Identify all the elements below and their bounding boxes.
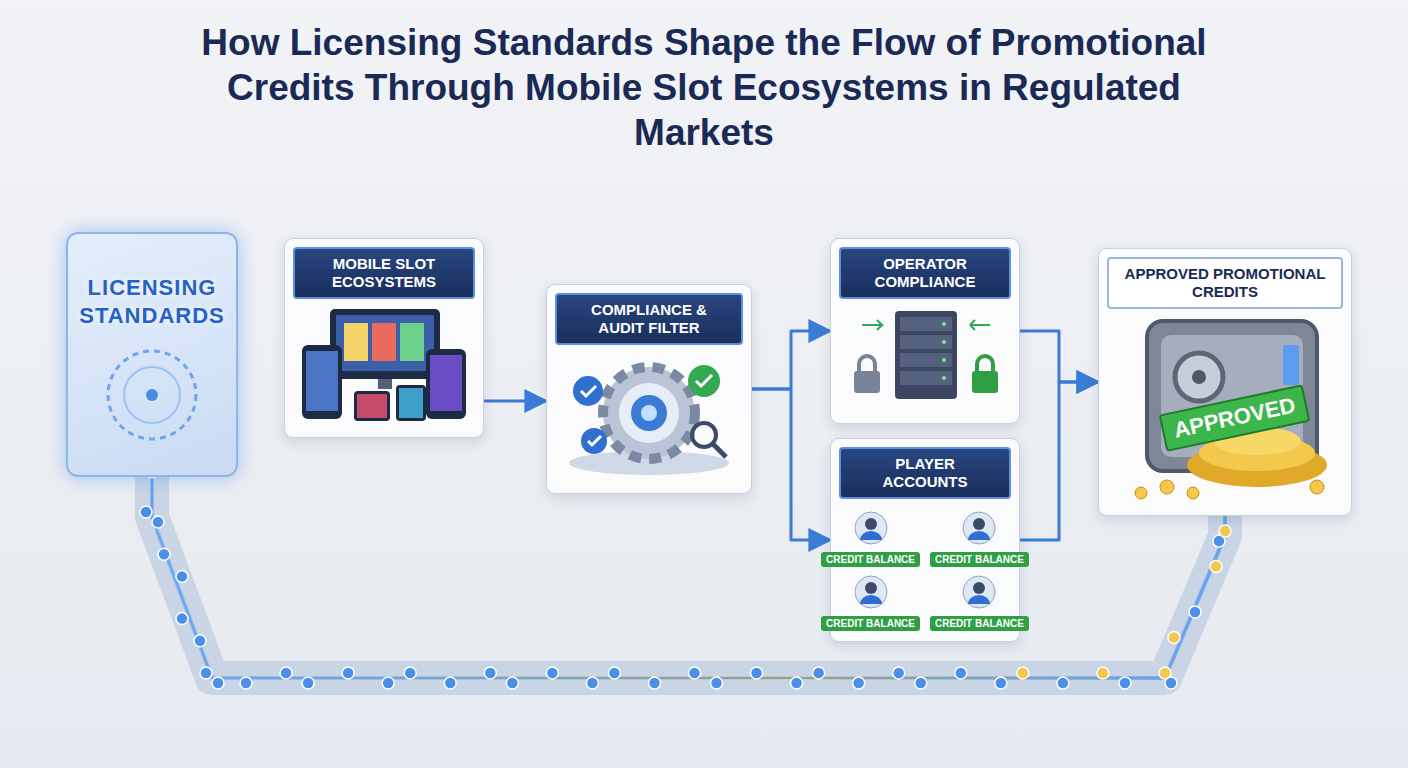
- credit-coin: [342, 667, 354, 679]
- avatar-icon: [962, 511, 996, 549]
- credit-coin: [586, 677, 598, 689]
- player-account: CREDIT BALANCE: [930, 575, 1029, 631]
- coin-flow-path: [152, 477, 1225, 678]
- vault-box: APPROVED PROMOTIONAL CREDITSAPPROVED: [1098, 248, 1352, 516]
- credit-coin: [194, 635, 206, 647]
- credit-coin: [1210, 561, 1222, 573]
- credit-coin: [302, 677, 314, 689]
- credit-coin: [240, 677, 252, 689]
- credit-coin: [955, 667, 967, 679]
- credit-coin: [915, 677, 927, 689]
- credit-coin: [200, 667, 212, 679]
- credit-coin: [280, 667, 292, 679]
- player-account: CREDIT BALANCE: [821, 511, 920, 567]
- credit-coin: [995, 677, 1007, 689]
- node-heading: PLAYER ACCOUNTS: [839, 447, 1011, 499]
- credit-coin: [1219, 525, 1231, 537]
- credit-coin: [404, 667, 416, 679]
- coin-road-glow: [152, 477, 1225, 678]
- account-grid: CREDIT BALANCE CREDIT BALANCE CREDIT BALAN…: [821, 511, 1029, 631]
- gate-label: LICENSING STANDARDS: [76, 274, 228, 329]
- balance-tag: CREDIT BALANCE: [821, 552, 920, 567]
- avatar-icon: [854, 575, 888, 613]
- credit-coin: [1017, 667, 1029, 679]
- credit-coin: [506, 677, 518, 689]
- balance-tag: CREDIT BALANCE: [930, 616, 1029, 631]
- flow-arrow: [1020, 382, 1098, 540]
- credit-coin: [791, 677, 803, 689]
- coin-road-bed: [152, 477, 1225, 678]
- avatar-icon: [854, 511, 888, 549]
- credit-coin: [751, 667, 763, 679]
- credit-coin: [608, 667, 620, 679]
- diagram-title: How Licensing Standards Shape the Flow o…: [184, 20, 1224, 155]
- node-heading: OPERATOR COMPLIANCE: [839, 247, 1011, 299]
- credit-coin: [1165, 677, 1177, 689]
- credit-coin: [176, 570, 188, 582]
- balance-tag: CREDIT BALANCE: [930, 552, 1029, 567]
- player-account: CREDIT BALANCE: [821, 575, 920, 631]
- node-illustration: [840, 305, 1010, 413]
- flow-arrow: [1020, 331, 1098, 382]
- licensing-gate: LICENSING STANDARDS: [66, 232, 238, 477]
- node-heading: APPROVED PROMOTIONAL CREDITS: [1107, 257, 1343, 309]
- flow-arrow: [752, 389, 830, 540]
- player-account: CREDIT BALANCE: [930, 511, 1029, 567]
- credit-coin: [1189, 606, 1201, 618]
- credit-coin: [689, 667, 701, 679]
- credit-coin: [444, 677, 456, 689]
- credit-coin: [1168, 632, 1180, 644]
- avatar-icon: [962, 575, 996, 613]
- node-heading: MOBILE SLOT ECOSYSTEMS: [293, 247, 475, 299]
- operator-box: OPERATOR COMPLIANCE: [830, 238, 1020, 424]
- credit-coin: [648, 677, 660, 689]
- flow-arrow: [752, 331, 830, 389]
- credit-coin: [546, 667, 558, 679]
- credit-coin: [140, 506, 152, 518]
- credit-coin: [1057, 677, 1069, 689]
- credit-coin: [1119, 677, 1131, 689]
- credit-coin: [853, 677, 865, 689]
- accounts-box: PLAYER ACCOUNTSCREDIT BALANCECREDIT BALA…: [830, 438, 1020, 642]
- credit-coin: [176, 613, 188, 625]
- node-heading: COMPLIANCE & AUDIT FILTER: [555, 293, 743, 345]
- credit-coin: [1097, 667, 1109, 679]
- credit-coin: [158, 548, 170, 560]
- node-illustration: [294, 305, 474, 427]
- balance-tag: CREDIT BALANCE: [821, 616, 920, 631]
- credit-coin: [893, 667, 905, 679]
- credit-coin: [382, 677, 394, 689]
- filter-box: COMPLIANCE & AUDIT FILTER: [546, 284, 752, 494]
- node-illustration: [92, 335, 212, 459]
- credit-coin: [711, 677, 723, 689]
- credit-coin: [484, 667, 496, 679]
- flow-arrow: [484, 400, 546, 403]
- node-illustration: [554, 351, 744, 483]
- credit-coin: [813, 667, 825, 679]
- ecosystem-box: MOBILE SLOT ECOSYSTEMS: [284, 238, 484, 438]
- credit-coin: [152, 516, 164, 528]
- credit-coin: [212, 677, 224, 689]
